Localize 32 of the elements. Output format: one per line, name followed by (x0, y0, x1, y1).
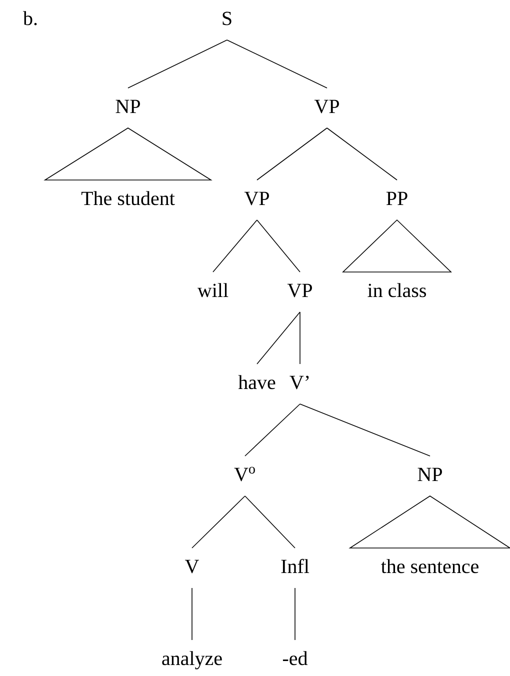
tree-node-label: will (197, 283, 228, 298)
tree-node-label: Infl (281, 558, 310, 573)
branch-line (244, 496, 296, 548)
tree-node-label: have (238, 375, 276, 390)
branch-line (294, 588, 296, 640)
branch-line (256, 312, 300, 364)
branch-line (256, 128, 328, 180)
tree-node-label: V (185, 560, 199, 574)
triangle-roof (348, 496, 510, 548)
tree-node-label: VP (244, 192, 269, 206)
tree-node-label: PP (386, 192, 408, 205)
tree-node-label: VP (314, 100, 339, 114)
tree-node-label: NP (116, 100, 140, 113)
example-label: b. (23, 11, 37, 26)
branch-line (326, 128, 398, 180)
tree-node-label: analyze (162, 651, 222, 670)
tree-node-label: V’ (290, 376, 309, 390)
tree-node-label: in class (368, 283, 426, 298)
tree-node-label: the sentence (381, 559, 478, 574)
tree-node-label: S (222, 12, 232, 26)
branch-line (244, 404, 300, 456)
branch-line (128, 40, 228, 88)
tree-node-label: V$^{o}$ (234, 466, 255, 482)
branch-line (212, 220, 258, 272)
tree-node-label: The student (81, 191, 175, 206)
branch-line (226, 40, 328, 88)
tree-node-label: NP (418, 468, 442, 481)
branch-line (256, 220, 300, 272)
branch-line (300, 404, 430, 456)
branch-line (192, 496, 246, 548)
tree-node-label: -ed (282, 651, 308, 666)
tree-node-label: VP (287, 284, 312, 298)
